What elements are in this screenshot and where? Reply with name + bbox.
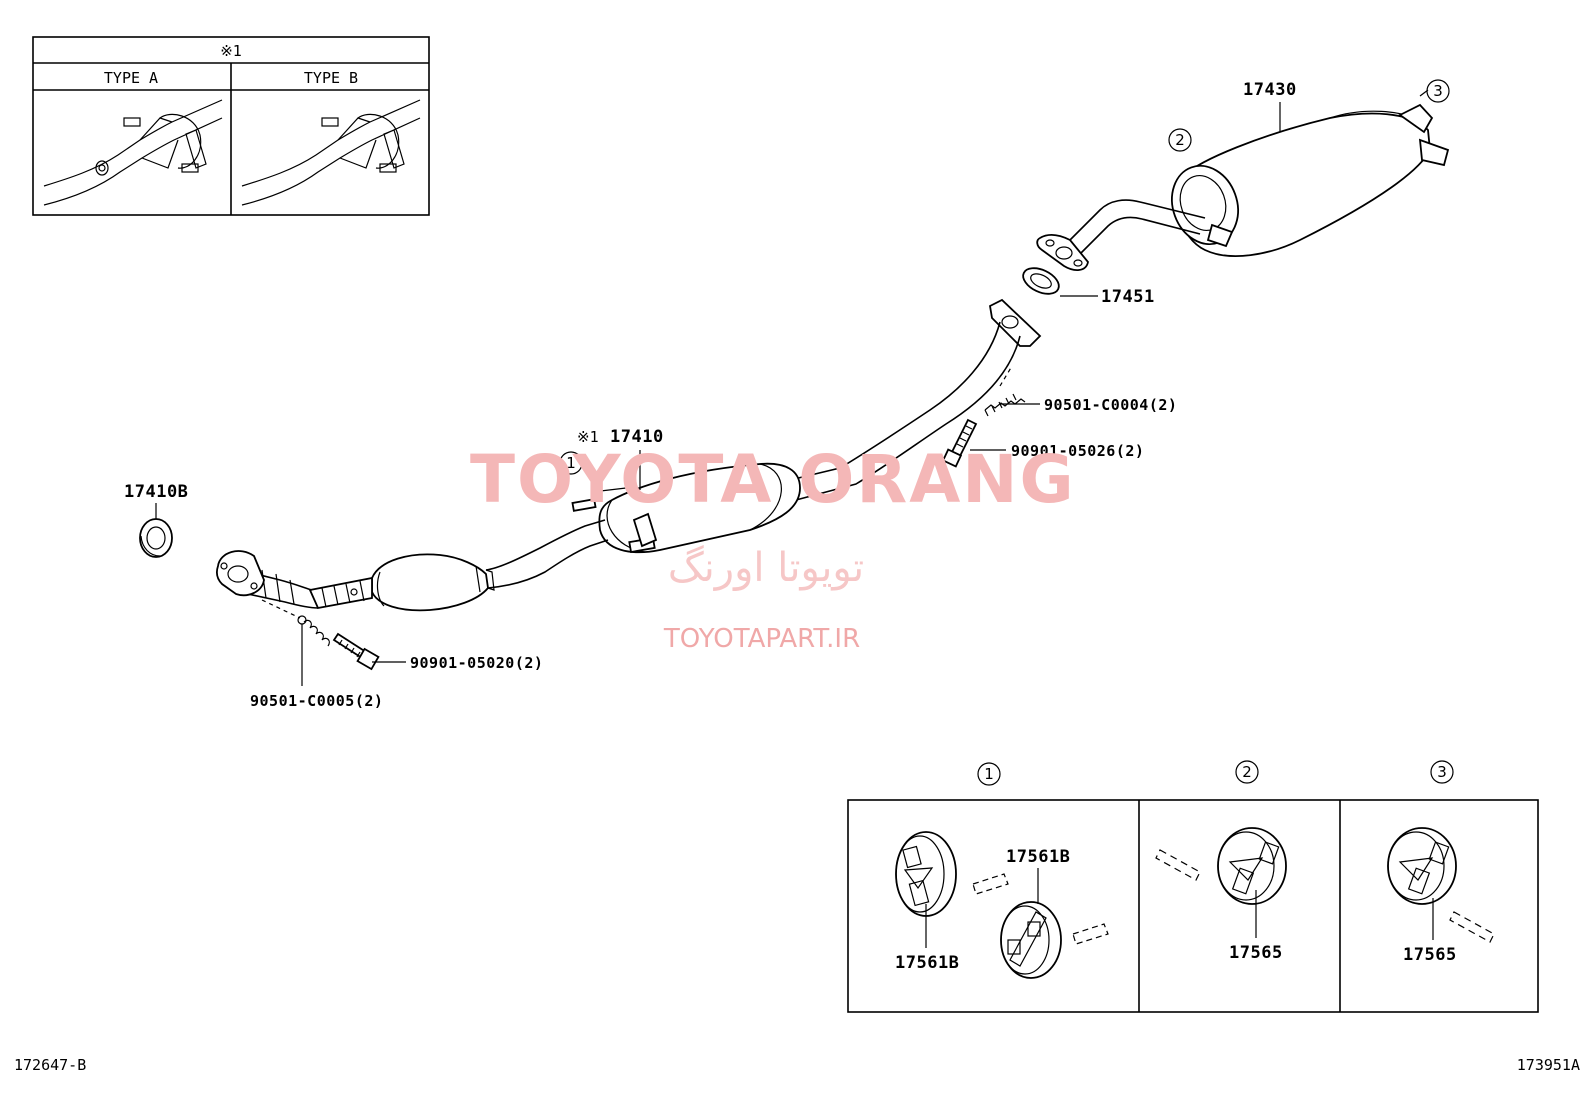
hanger-17561b-b[interactable] bbox=[1000, 901, 1062, 979]
label-17410: 17410 bbox=[610, 427, 664, 447]
front-pipe-catalyst[interactable] bbox=[215, 550, 495, 612]
label-90501-c0005: 90501-C0005(2) bbox=[250, 692, 383, 710]
bolt-90901-05020[interactable] bbox=[332, 632, 380, 671]
inset-header: ※1 bbox=[220, 42, 242, 60]
hanger-panel: 1 2 3 bbox=[847, 760, 1539, 1013]
type-a-sketch bbox=[43, 99, 223, 206]
label-17410-mark: ※1 bbox=[577, 428, 599, 446]
type-b-sketch bbox=[241, 99, 421, 206]
rear-inlet-pipe[interactable] bbox=[1036, 199, 1206, 271]
label-90901-05020: 90901-05020(2) bbox=[410, 654, 543, 672]
label-17430: 17430 bbox=[1243, 80, 1297, 100]
footer-left-code: 172647-B bbox=[14, 1056, 86, 1074]
label-17565-section2: 17565 bbox=[1229, 943, 1283, 963]
muffler-17430[interactable] bbox=[1161, 103, 1450, 257]
leader-lines bbox=[155, 89, 1429, 686]
watermark-brand: TOYOTA ORANG bbox=[470, 441, 1076, 518]
center-pipe-17410[interactable] bbox=[485, 298, 1042, 589]
gasket-17451[interactable] bbox=[1019, 263, 1063, 299]
bolt-90901-05026[interactable] bbox=[941, 418, 978, 468]
watermark-persian: تویوتا اورنگ bbox=[668, 545, 864, 591]
svg-text:2: 2 bbox=[1242, 763, 1252, 781]
gasket-17410b[interactable] bbox=[139, 518, 173, 558]
callout-1: 1 bbox=[559, 451, 583, 475]
label-17561b-top: 17561B bbox=[1006, 847, 1070, 867]
svg-text:1: 1 bbox=[566, 454, 576, 472]
inset-type-b: TYPE B bbox=[304, 69, 358, 87]
hanger-17561b-a[interactable] bbox=[895, 831, 957, 917]
hanger-section-2: 2 bbox=[1235, 760, 1259, 784]
hanger-section-1: 1 bbox=[977, 762, 1001, 786]
label-90501-c0004: 90501-C0004(2) bbox=[1044, 396, 1177, 414]
svg-text:2: 2 bbox=[1175, 131, 1185, 149]
label-17410b: 17410B bbox=[124, 482, 188, 502]
spring-90501-c0004[interactable] bbox=[984, 365, 1026, 417]
svg-text:3: 3 bbox=[1433, 82, 1443, 100]
inset-type-a: TYPE A bbox=[104, 69, 158, 87]
type-inset-table: ※1 TYPE A TYPE B bbox=[32, 36, 430, 216]
footer-right-code: 173951A bbox=[1517, 1056, 1580, 1074]
svg-text:1: 1 bbox=[984, 765, 994, 783]
label-17565-section3: 17565 bbox=[1403, 945, 1457, 965]
label-90901-05026: 90901-05026(2) bbox=[1011, 442, 1144, 460]
hanger-17565-a[interactable] bbox=[1217, 827, 1287, 905]
hanger-17565-b[interactable] bbox=[1387, 827, 1457, 905]
svg-text:3: 3 bbox=[1437, 763, 1447, 781]
label-17451: 17451 bbox=[1101, 287, 1155, 307]
callout-2: 2 bbox=[1168, 128, 1192, 152]
hanger-section-3: 3 bbox=[1430, 760, 1454, 784]
watermark-url: TOYOTAPART.IR bbox=[663, 624, 860, 654]
callout-3: 3 bbox=[1426, 79, 1450, 103]
label-17561b-bottom: 17561B bbox=[895, 953, 959, 973]
